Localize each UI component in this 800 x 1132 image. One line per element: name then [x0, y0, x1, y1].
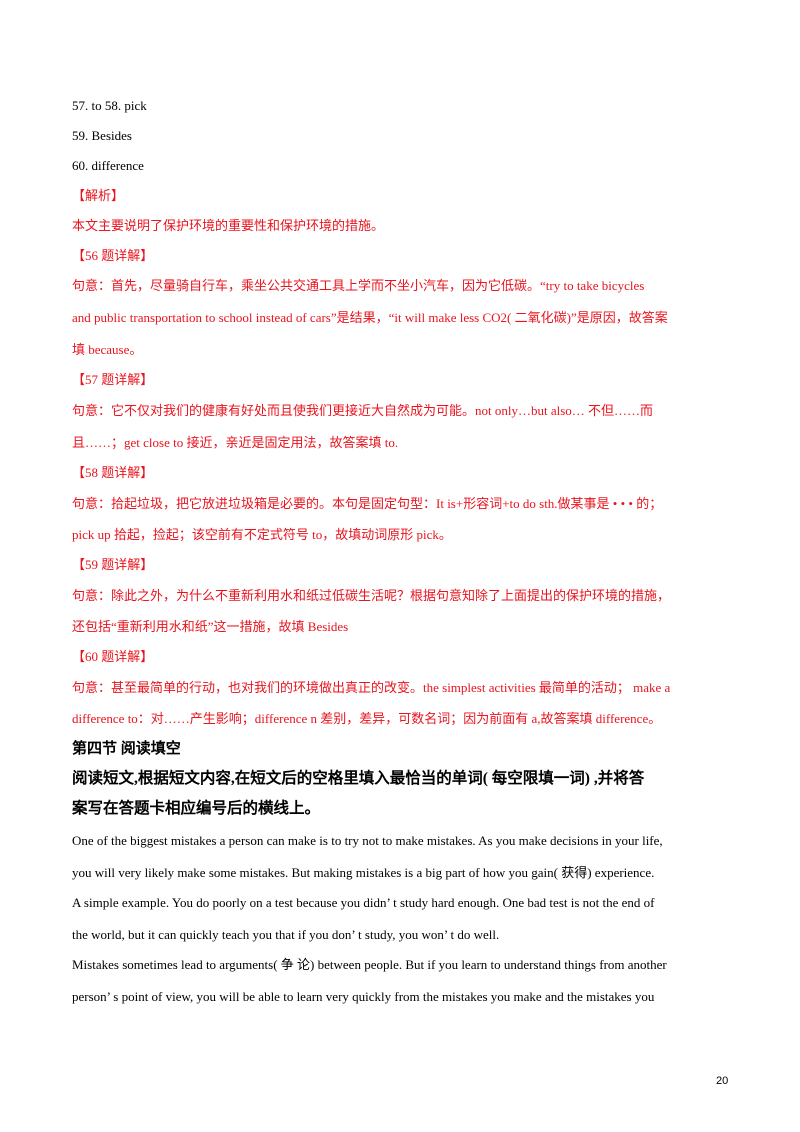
section-instruction: 阅读短文,根据短文内容,在短文后的空格里填入最恰当的单词( 每空限填一词) ,并…	[72, 770, 645, 787]
q59-heading: 【59 题详解】	[72, 557, 154, 572]
q60-line: difference to：对……产生影响；difference n 差别，差异…	[72, 711, 662, 726]
q60-line: 句意：甚至最简单的行动，也对我们的环境做出真正的改变。the simplest …	[72, 680, 671, 695]
q58-line: 句意：拾起垃圾，把它放进垃圾箱是必要的。本句是固定句型：It is+形容词+to…	[72, 496, 663, 511]
q56-line: 句意：首先，尽量骑自行车，乘坐公共交通工具上学而不坐小汽车，因为它低碳。“try…	[72, 278, 645, 293]
analysis-heading: 【解析】	[72, 188, 125, 203]
passage-line: One of the biggest mistakes a person can…	[72, 833, 663, 848]
q56-heading: 【56 题详解】	[72, 248, 154, 263]
passage-line: person’ s point of view, you will be abl…	[72, 989, 655, 1004]
section-title: 第四节 阅读填空	[72, 741, 181, 757]
q60-heading: 【60 题详解】	[72, 649, 154, 664]
q57-line: 句意：它不仅对我们的健康有好处而且使我们更接近大自然成为可能。not only……	[72, 403, 654, 418]
q56-line: 填 because。	[72, 342, 143, 357]
answer-59: 59. Besides	[72, 128, 132, 143]
passage-line: A simple example. You do poorly on a tes…	[72, 895, 655, 910]
passage-line: Mistakes sometimes lead to arguments( 争 …	[72, 957, 667, 972]
q57-heading: 【57 题详解】	[72, 372, 154, 387]
q59-line: 还包括“重新利用水和纸”这一措施，故填 Besides	[72, 619, 349, 634]
q59-line: 句意：除此之外，为什么不重新利用水和纸过低碳生活呢？根据句意知除了上面提出的保护…	[72, 588, 671, 603]
page-number: 20	[716, 1075, 729, 1087]
q56-line: and public transportation to school inst…	[72, 310, 668, 325]
q58-heading: 【58 题详解】	[72, 465, 154, 480]
answer-60: 60. difference	[72, 158, 144, 173]
section-instruction: 案写在答题卡相应编号后的横线上。	[72, 800, 321, 817]
q58-line: pick up 拾起，捡起；该空前有不定式符号 to，故填动词原形 pick。	[72, 527, 452, 542]
passage-line: you will very likely make some mistakes.…	[72, 865, 655, 880]
q57-line: 且……；get close to 接近，亲近是固定用法，故答案填 to.	[72, 435, 399, 450]
passage-line: the world, but it can quickly teach you …	[72, 927, 500, 942]
answer-57-58: 57. to 58. pick	[72, 98, 147, 113]
analysis-summary: 本文主要说明了保护环境的重要性和保护环境的措施。	[72, 218, 385, 233]
